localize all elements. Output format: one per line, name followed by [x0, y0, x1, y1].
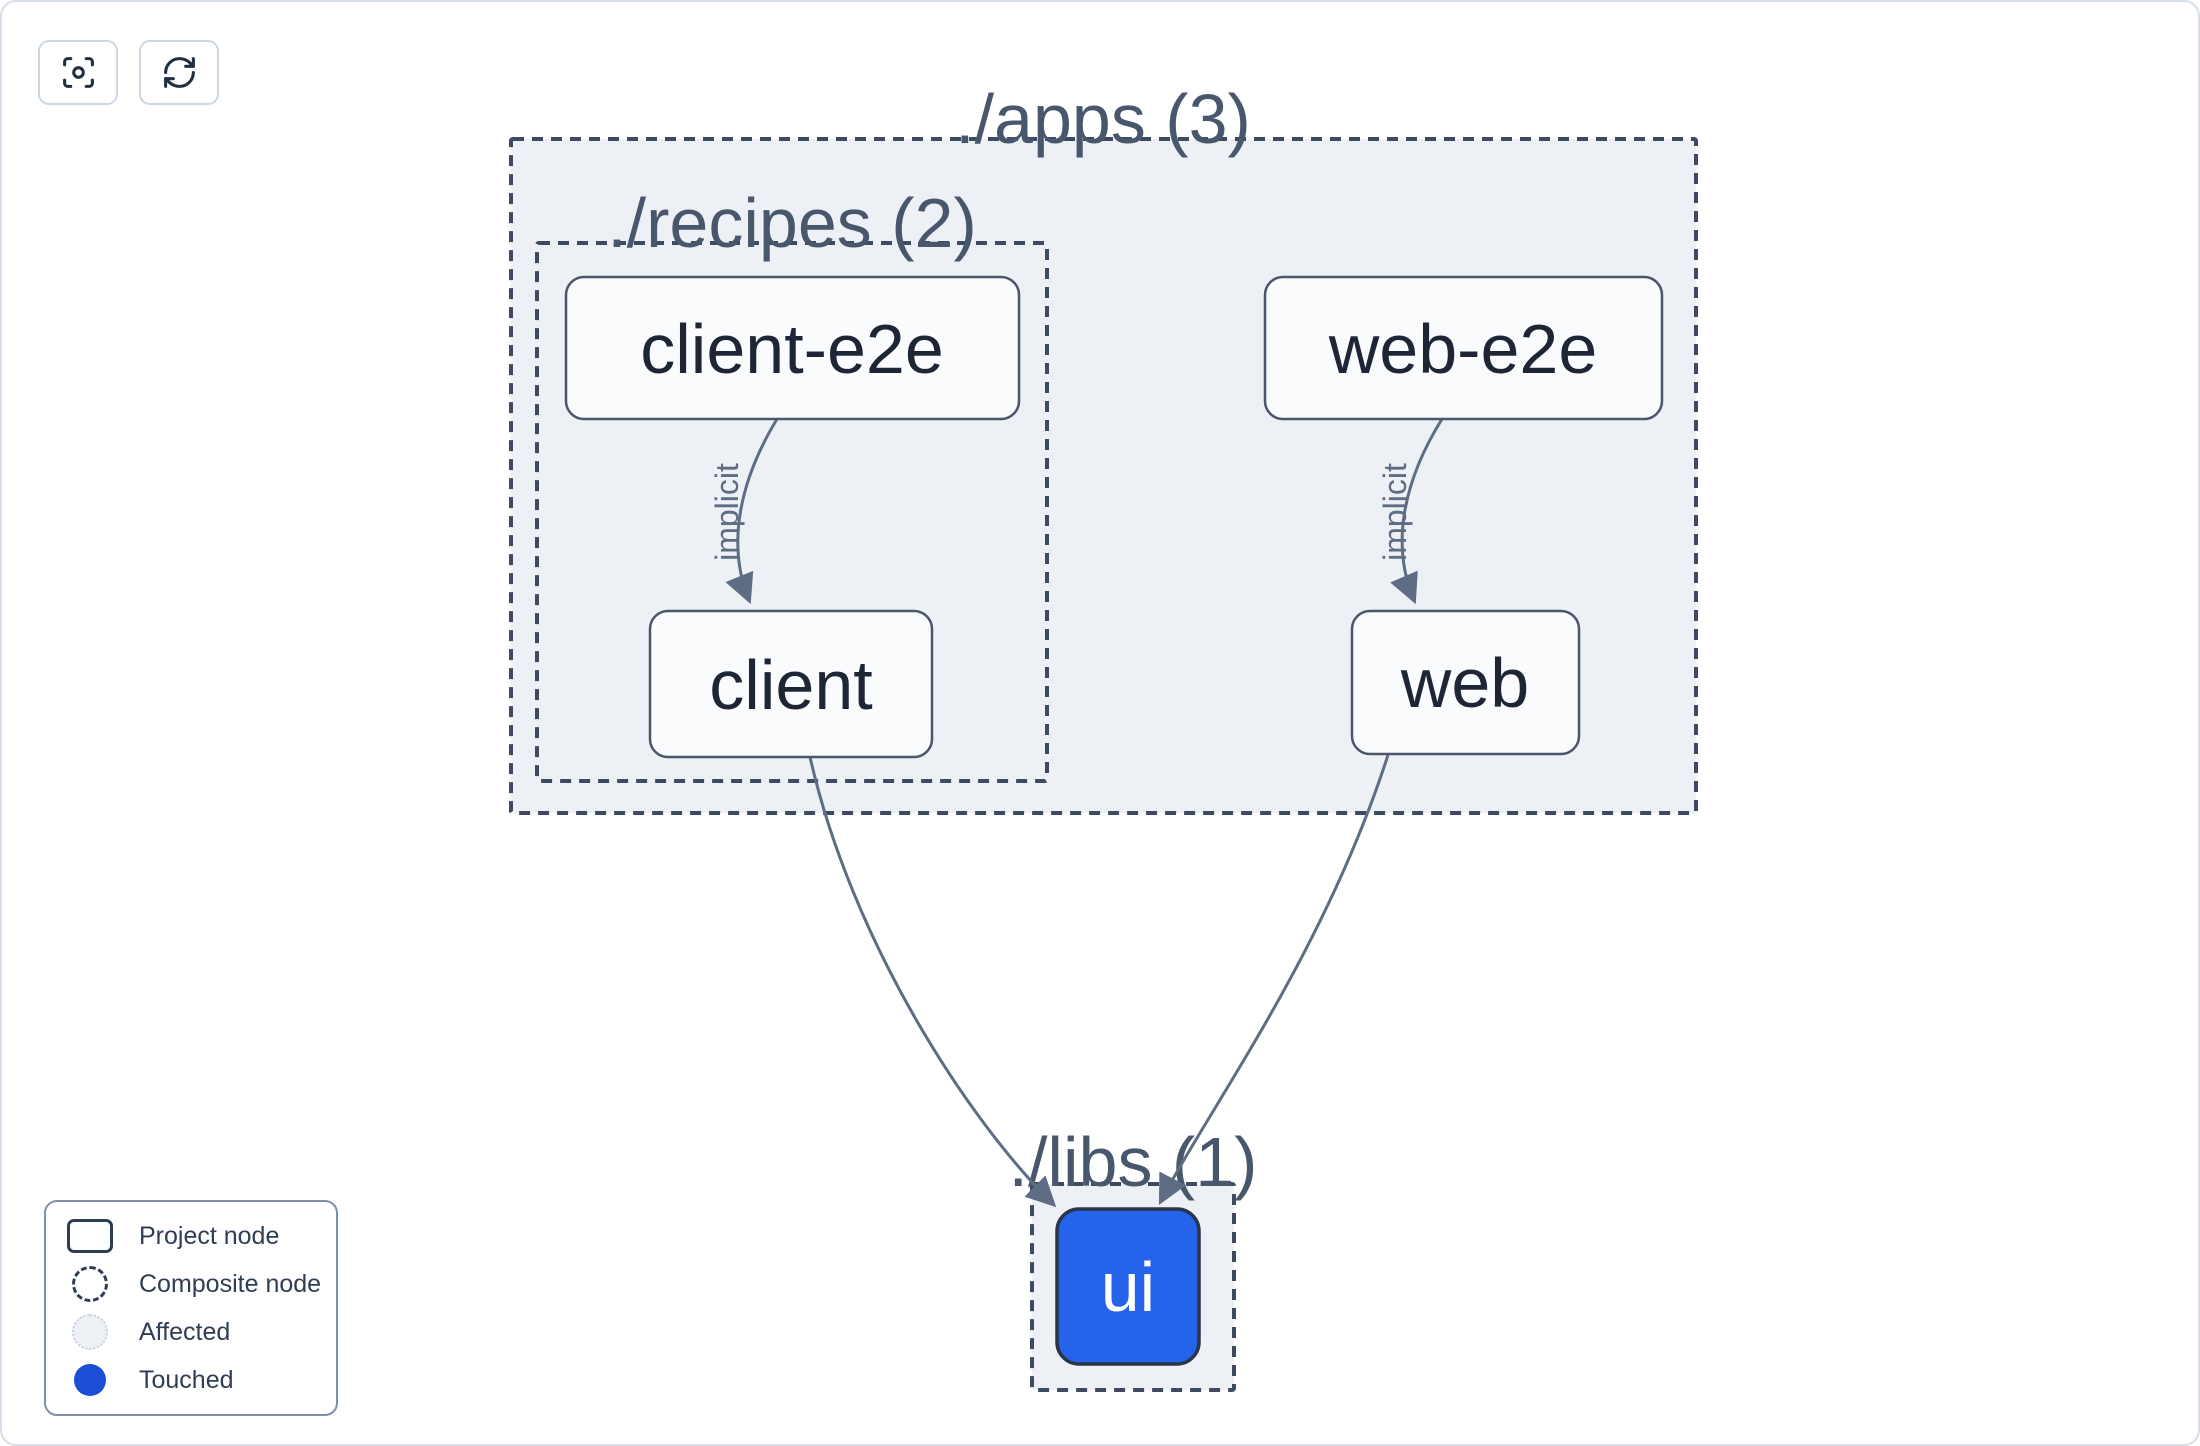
node-label-client: client — [709, 646, 872, 724]
legend: Project node Composite node Affected Tou… — [44, 1200, 338, 1416]
node-client-e2e[interactable]: client-e2e — [564, 275, 1021, 421]
edge-client-to-ui[interactable] — [808, 756, 1057, 1208]
edge-web-e2e-to-web[interactable] — [1390, 418, 1444, 605]
node-label-client-e2e: client-e2e — [640, 310, 944, 388]
composite-node-swatch-icon — [72, 1266, 108, 1302]
legend-item-composite-node: Composite node — [67, 1264, 324, 1304]
legend-item-affected: Affected — [67, 1312, 324, 1352]
node-label-web-e2e: web-e2e — [1328, 310, 1598, 388]
legend-label: Affected — [139, 1317, 231, 1346]
edge-label-implicit-client: implicit — [709, 463, 745, 561]
node-web[interactable]: web — [1350, 609, 1581, 756]
focus-button[interactable] — [38, 40, 118, 105]
edge-web-to-ui[interactable] — [1158, 754, 1390, 1205]
refresh-button[interactable] — [139, 40, 219, 105]
affected-swatch-icon — [72, 1314, 108, 1350]
legend-label: Composite node — [139, 1269, 322, 1298]
touched-swatch-icon — [74, 1364, 106, 1396]
legend-label: Project node — [139, 1221, 280, 1250]
edge-label-implicit-web: implicit — [1377, 463, 1413, 561]
graph-toolbar — [38, 40, 219, 105]
node-label-web: web — [1400, 644, 1529, 722]
refresh-cycle-icon — [163, 57, 195, 88]
node-label-ui: ui — [1101, 1248, 1155, 1326]
legend-label: Touched — [139, 1365, 234, 1394]
group-label-libs: ./libs (1) — [1009, 1123, 1258, 1201]
group-label-apps: ./apps (3) — [955, 80, 1251, 158]
node-web-e2e[interactable]: web-e2e — [1263, 275, 1664, 421]
node-client[interactable]: client — [648, 609, 934, 759]
group-label-recipes: ./recipes (2) — [607, 184, 977, 262]
crosshair-focus-icon — [62, 57, 94, 88]
edge-client-e2e-to-client[interactable] — [725, 418, 779, 605]
project-node-swatch-icon — [67, 1219, 113, 1253]
legend-item-project-node: Project node — [67, 1216, 324, 1256]
legend-item-touched: Touched — [67, 1360, 324, 1400]
node-ui[interactable]: ui — [1055, 1207, 1201, 1366]
